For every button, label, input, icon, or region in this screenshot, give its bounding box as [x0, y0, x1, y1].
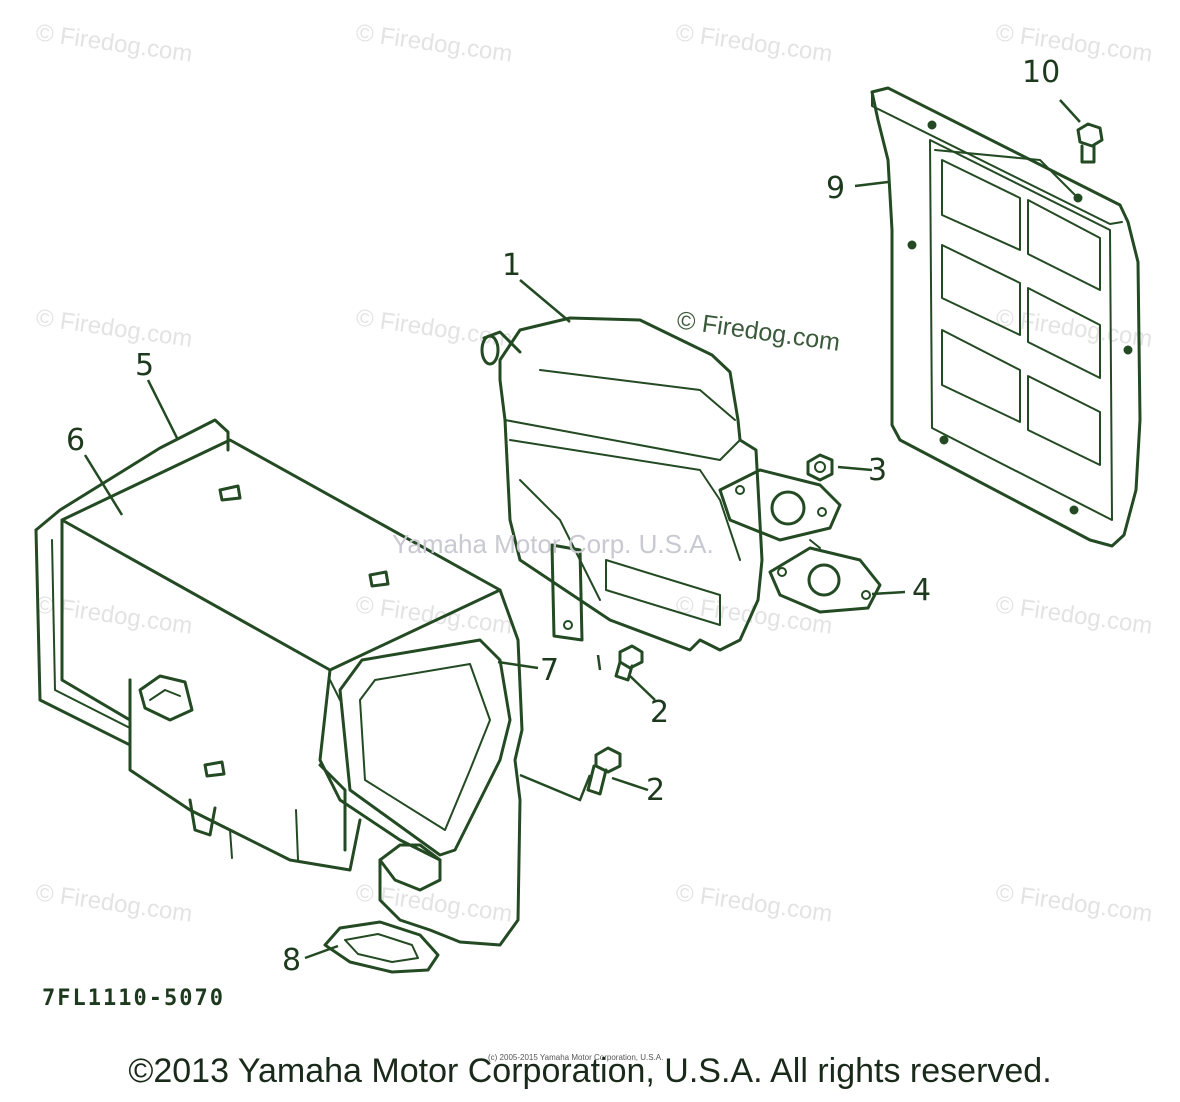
watermark: © Firedog.com [994, 19, 1154, 68]
bolt-part-2-upper [614, 644, 644, 682]
nut-part-3 [806, 453, 834, 482]
watermark: © Firedog.com [674, 591, 834, 640]
heat-shield-part-9 [870, 86, 1142, 548]
muffler-cover-part-5 [34, 418, 524, 947]
bolt-part-2-lower [586, 746, 622, 796]
center-watermark: Yamaha Motor Corp. U.S.A. [392, 529, 714, 559]
muffler-part-1 [480, 316, 764, 652]
small-copyright-notice: (c) 2005-2015 Yamaha Motor Corporation, … [488, 1053, 663, 1062]
callout-4: 4 [912, 573, 931, 608]
callout-5: 5 [135, 348, 154, 383]
callout-2-lower: 2 [646, 773, 665, 808]
callout-labels: 1 2 2 3 4 5 6 7 8 9 10 [66, 55, 1060, 978]
watermark: © Firedog.com [354, 879, 514, 928]
callout-7: 7 [540, 653, 559, 688]
watermark: © Firedog.com [354, 304, 514, 353]
watermark: © Firedog.com [674, 879, 834, 928]
copyright-footer: ©2013 Yamaha Motor Corporation, U.S.A. A… [128, 1052, 1052, 1090]
callout-6: 6 [66, 423, 85, 458]
callout-9: 9 [826, 171, 845, 206]
watermark: © Firedog.com [34, 304, 194, 353]
watermark: © Firedog.com [994, 591, 1154, 640]
watermark: © Firedog.com [674, 19, 834, 68]
watermark: © Firedog.com [34, 591, 194, 640]
callout-2-upper: 2 [650, 695, 669, 730]
callout-8: 8 [282, 943, 301, 978]
screw-part-10 [1076, 122, 1104, 164]
watermark: © Firedog.com [34, 879, 194, 928]
part-code: 7FL1110-5070 [42, 986, 225, 1011]
gasket-part-8 [323, 920, 440, 974]
flange-and-gasket-part-4 [718, 468, 882, 614]
watermark: © Firedog.com [994, 879, 1154, 928]
callout-3: 3 [868, 453, 887, 488]
callout-1: 1 [502, 248, 521, 283]
callout-10: 10 [1022, 55, 1060, 90]
watermark: © Firedog.com [354, 19, 514, 68]
watermark: © Firedog.com [354, 591, 514, 640]
watermark: © Firedog.com [34, 19, 194, 68]
leader-lines [83, 99, 1081, 960]
